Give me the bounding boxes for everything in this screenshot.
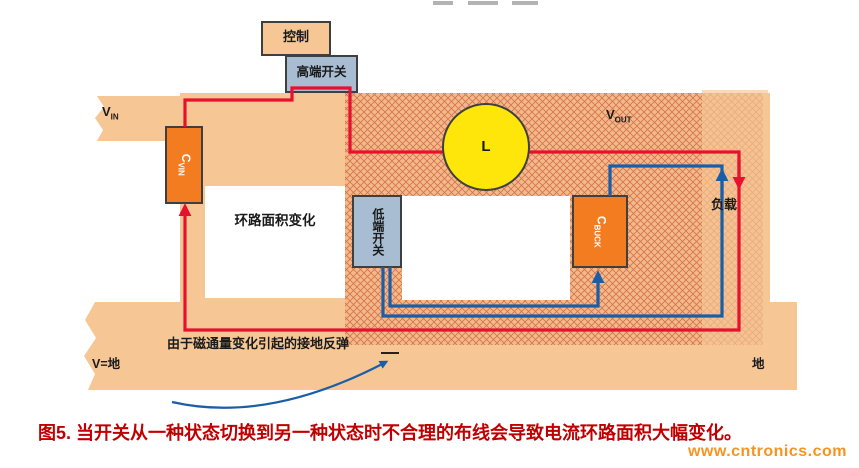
vin-symbol: V <box>102 104 111 119</box>
high-side-switch-label: 高端开关 <box>296 65 347 79</box>
blue-current-loop-inner <box>388 267 605 308</box>
cvin-label: CVIN <box>166 127 202 203</box>
cropped-text-remnant <box>433 1 538 5</box>
low-side-switch-label-text: 低端开关 <box>370 207 385 256</box>
inductor-label: L <box>481 138 491 155</box>
vin-subscript: IN <box>110 112 119 122</box>
loop-area-cutout <box>205 186 345 298</box>
vout-label: VOUT <box>606 107 632 125</box>
vin-plane <box>95 96 186 141</box>
ground-bounce-arrow <box>171 360 389 409</box>
ground-bounce-label: 由于磁通量变化引起的接地反弹 <box>167 336 350 351</box>
vin-label: VIN <box>102 104 119 122</box>
red-current-loop <box>178 86 741 332</box>
load-plane <box>702 90 768 345</box>
cvin-symbol: C <box>178 153 193 163</box>
vout-subscript: OUT <box>614 115 632 125</box>
cbuck-symbol: C <box>594 215 609 225</box>
high-side-switch-box <box>285 55 358 93</box>
ground-label: 地 <box>752 357 765 371</box>
control-box-label: 控制 <box>282 29 309 44</box>
cvin-subscript: VIN <box>176 162 186 176</box>
blue-current-loop-outer <box>381 164 724 318</box>
watermark-text: www.cntronics.com <box>687 443 847 460</box>
low-side-switch-label: 低端开关 <box>353 196 401 267</box>
v-ground-label: V=地 <box>92 357 121 371</box>
cbuck-label: CBUCK <box>573 196 627 267</box>
loop-area-label: 环路面积变化 <box>234 213 316 228</box>
cbuck-subscript: BUCK <box>592 224 602 248</box>
load-label: 负载 <box>711 197 738 212</box>
vout-symbol: V <box>606 107 615 122</box>
inductor-circle <box>442 103 530 191</box>
figure-caption: 图5. 当开关从一种状态切换到另一种状态时不合理的布线会导致电流环路面积大幅变化… <box>38 423 743 443</box>
center-cutout <box>402 196 570 300</box>
low-side-switch-box <box>352 195 402 268</box>
cbuck-box <box>572 195 628 268</box>
